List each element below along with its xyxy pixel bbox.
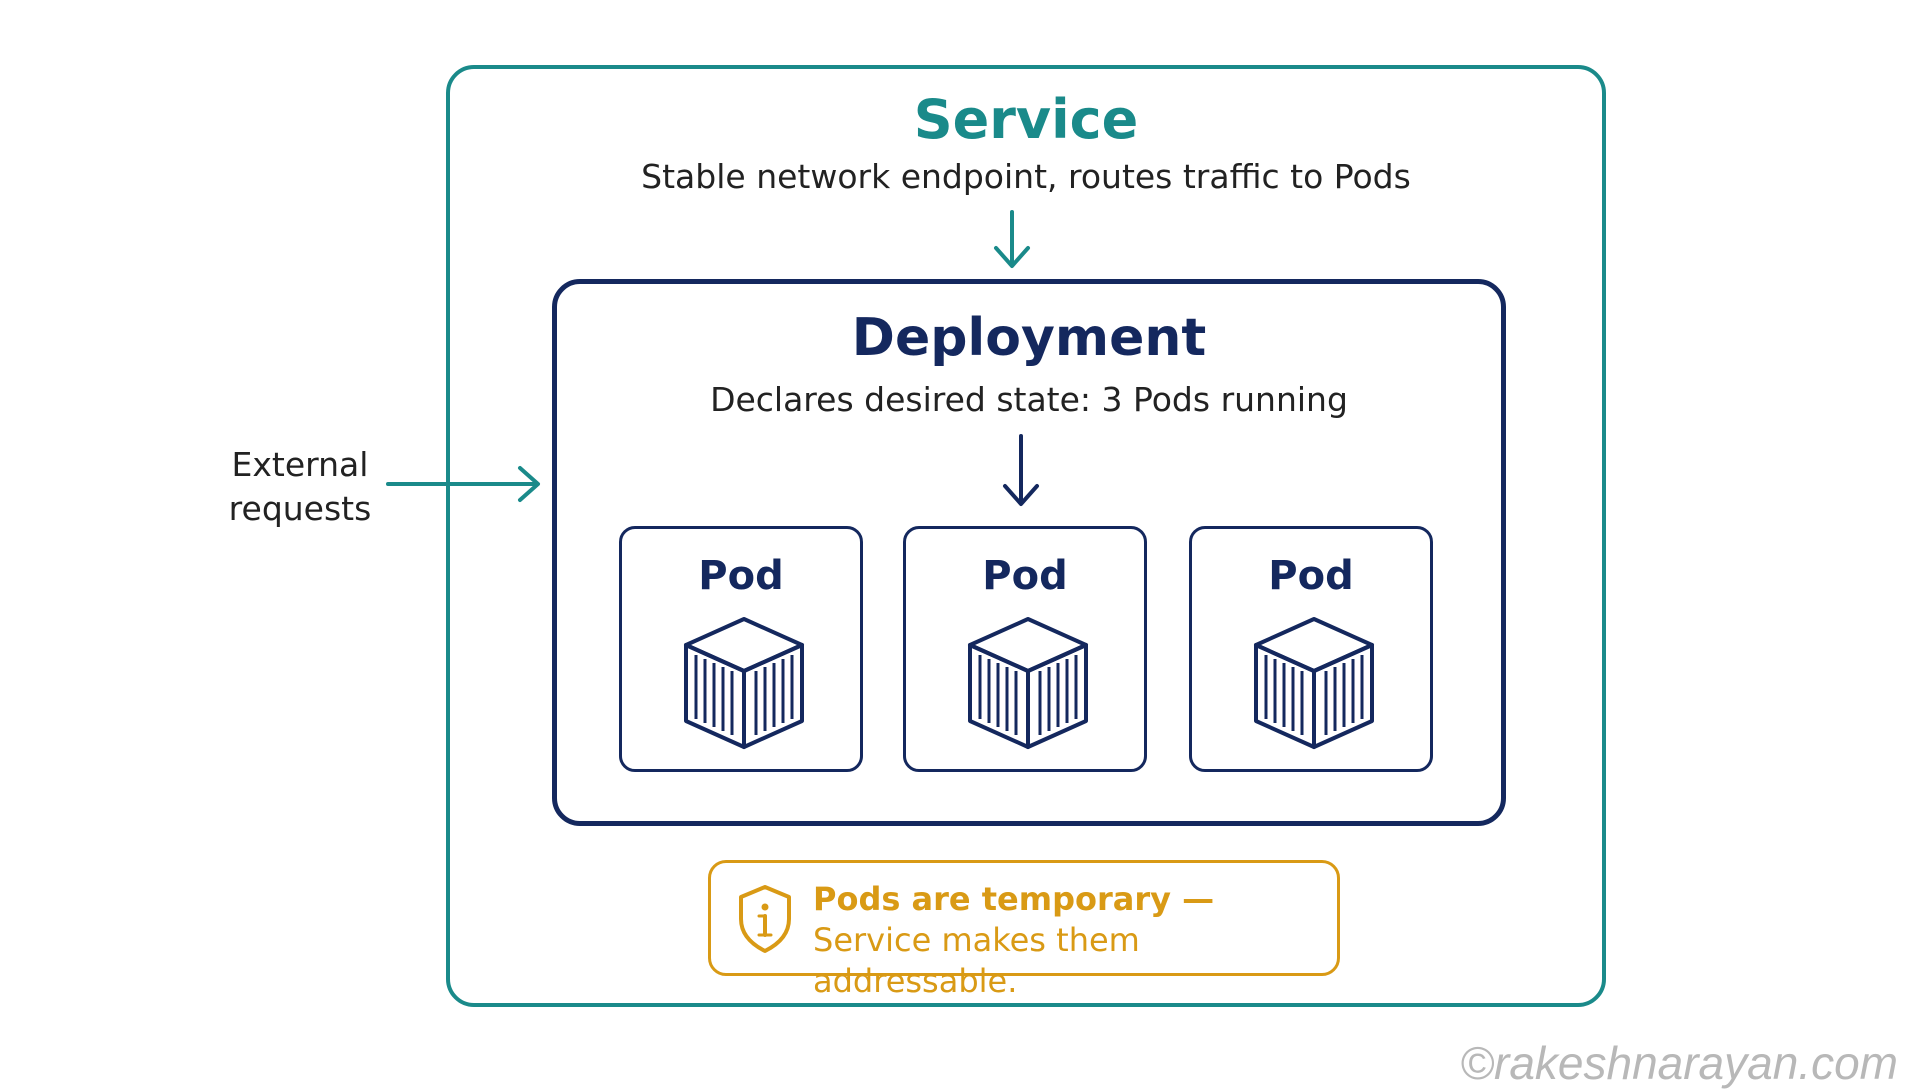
- info-shield-icon: [739, 885, 791, 953]
- deployment-subtitle: Declares desired state: 3 Pods running: [710, 380, 1348, 419]
- service-box: [446, 65, 1606, 1007]
- container-cube-icon: [684, 617, 804, 749]
- note-box: Pods are temporary — Service makes them …: [708, 860, 1340, 1000]
- pod-box-3: Pod: [1189, 526, 1433, 772]
- pod-box-2: Pod: [903, 526, 1147, 772]
- pod-label: Pod: [1268, 553, 1354, 599]
- external-line-1: External: [231, 445, 369, 484]
- note-line-1: Pods are temporary —: [813, 880, 1215, 918]
- service-title: Service: [913, 88, 1139, 151]
- external-requests-label: External requests: [210, 443, 390, 531]
- container-cube-icon: [968, 617, 1088, 749]
- pod-label: Pod: [982, 553, 1068, 599]
- pod-box-1: Pod: [619, 526, 863, 772]
- watermark: ©rakeshnarayan.com: [1460, 1037, 1898, 1089]
- external-line-2: requests: [228, 489, 372, 528]
- deployment-title: Deployment: [851, 308, 1207, 368]
- note-text: Pods are temporary — Service makes them …: [813, 879, 1337, 1002]
- service-subtitle: Stable network endpoint, routes traffic …: [641, 157, 1411, 196]
- note-line-2: Service makes them addressable.: [813, 921, 1140, 1000]
- container-cube-icon: [1254, 617, 1374, 749]
- deployment-box: [552, 279, 1506, 826]
- pod-label: Pod: [698, 553, 784, 599]
